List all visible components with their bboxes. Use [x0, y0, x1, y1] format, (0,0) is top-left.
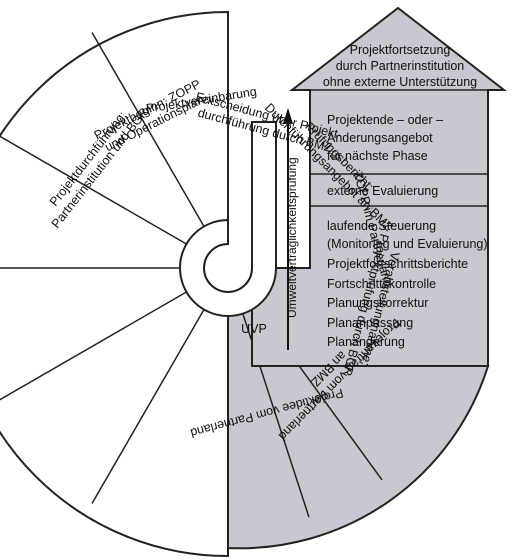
- up-arrow-head: [283, 108, 293, 124]
- fan-dividers: [0, 32, 217, 504]
- vertical-label: Umweltverträglichkeitsprüfung: [285, 157, 299, 318]
- arrow-top-line-2: durch Partnerinstitution: [336, 59, 465, 73]
- uvp-channel: [179, 108, 293, 350]
- arrow-block2-line-1: externe Evaluierung: [327, 184, 438, 198]
- arrow-block1-line-3: für nächste Phase: [327, 149, 428, 163]
- arrow-block3-line-1: laufende Steuerung: [327, 219, 436, 233]
- arrow-block1-line-1: Projektende – oder –: [327, 113, 443, 127]
- arrow-block1-line-2: Änderungsangebot: [327, 131, 433, 145]
- arrow-top-line-1: Projektfortsetzung: [350, 43, 451, 57]
- arrow-block3-line-7: Planänderung: [327, 335, 405, 349]
- channel-shape: [179, 121, 277, 317]
- sector-divider: [91, 32, 217, 248]
- center-label: UVP: [241, 322, 267, 336]
- arrow-block3-line-4: Fortschrittskontrolle: [327, 277, 436, 291]
- sector-divider: [0, 135, 208, 257]
- arrow-block3-line-3: Projektfortschrittsberichte: [327, 257, 468, 271]
- arrow-top-line-3: ohne externe Unterstützung: [323, 75, 477, 89]
- arrow-shape: [251, 6, 507, 367]
- sector-divider: [91, 288, 217, 504]
- arrow-block3-line-5: Planungskorrektur: [327, 296, 428, 310]
- sector-divider: [234, 290, 310, 518]
- continuation-arrow: [251, 6, 507, 367]
- arrow-labels: Projektfortsetzung durch Partnerinstitut…: [323, 43, 488, 349]
- planning-phase-fan: [0, 10, 229, 558]
- arrow-block3-line-6: Plananpassung: [327, 316, 413, 330]
- arrow-block3-line-2: (Monitoring und Evaluierung): [327, 237, 488, 251]
- sector-divider: [0, 279, 208, 401]
